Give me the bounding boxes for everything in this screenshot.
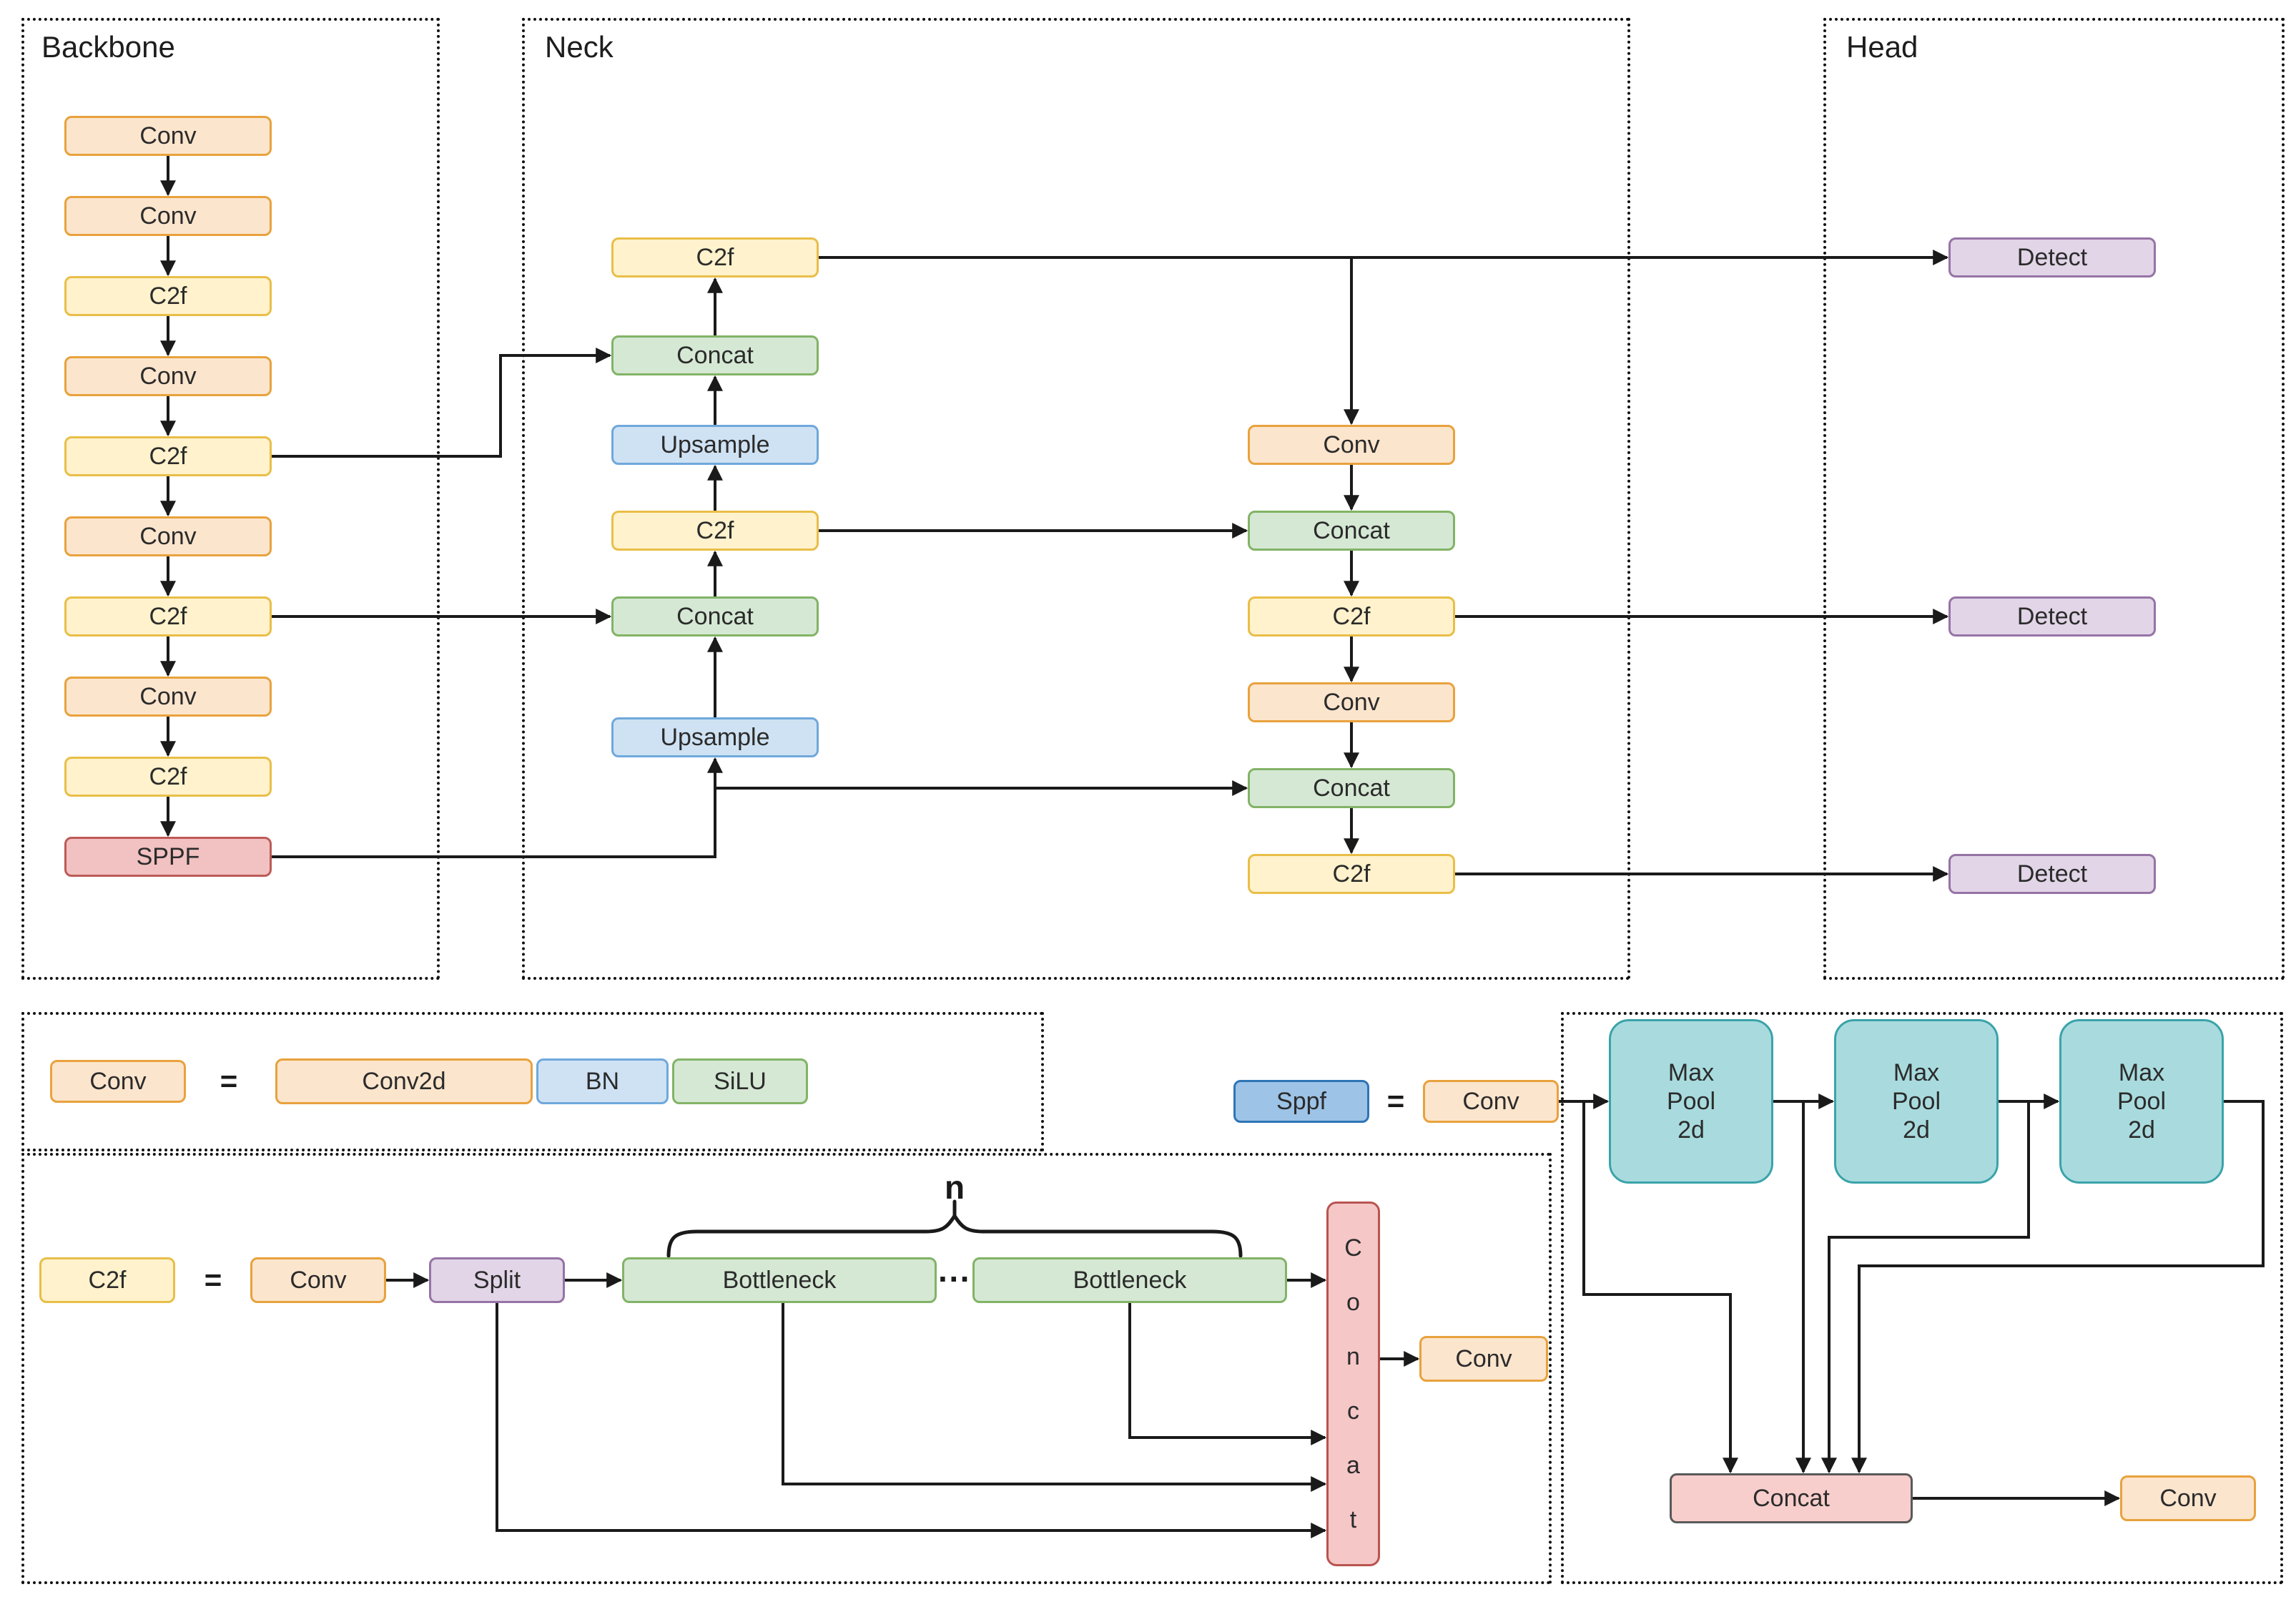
node-legend-maxpool-1: Max Pool 2d [1609, 1019, 1773, 1184]
node-legend-bn: BN [536, 1058, 669, 1104]
node-backbone-c2f-1: C2f [64, 276, 272, 316]
backbone-panel [21, 18, 440, 980]
node-neck-c2f-r1: C2f [1248, 596, 1455, 637]
c2f-legend-panel [21, 1153, 1552, 1584]
head-panel [1823, 18, 2285, 980]
edge-32 [1128, 1303, 1327, 1445]
node-legend-silu: SiLU [672, 1058, 808, 1104]
node-neck-c2f-top: C2f [611, 237, 819, 277]
edge-34 [496, 1303, 1327, 1538]
node-legend-conv: Conv [50, 1060, 186, 1103]
node-head-detect-1: Detect [1948, 237, 2156, 277]
node-legend-sppf-conv: Conv [1423, 1080, 1559, 1123]
node-neck-upsample-2: Upsample [611, 717, 819, 757]
text-equals-c2f-legend: = [204, 1263, 222, 1297]
node-backbone-c2f-3: C2f [64, 596, 272, 637]
node-neck-c2f-mid: C2f [611, 511, 819, 551]
node-legend-c2f-conv: Conv [250, 1257, 386, 1303]
node-backbone-conv-5: Conv [64, 677, 272, 717]
node-legend-maxpool-2: Max Pool 2d [1834, 1019, 1999, 1184]
sppf-legend-panel [1561, 1012, 2283, 1584]
node-legend-sppf-concat: Concat [1670, 1473, 1913, 1523]
backbone-section-title: Backbone [41, 30, 175, 64]
node-backbone-c2f-4: C2f [64, 757, 272, 797]
node-neck-concat-r2: Concat [1248, 768, 1455, 808]
node-legend-maxpool-3: Max Pool 2d [2059, 1019, 2224, 1184]
head-section-title: Head [1846, 30, 1918, 64]
conv-legend-panel [21, 1012, 1044, 1151]
text-equals-conv-legend: = [220, 1064, 238, 1098]
node-backbone-conv-3: Conv [64, 356, 272, 396]
edge-26 [272, 757, 723, 858]
node-neck-conv-r1: Conv [1248, 425, 1455, 465]
text-n-count-label: n [944, 1169, 965, 1206]
node-backbone-conv-1: Conv [64, 116, 272, 156]
node-neck-upsample-1: Upsample [611, 425, 819, 465]
n-repeat-brace [666, 1212, 1243, 1258]
node-legend-sppf: Sppf [1233, 1080, 1369, 1123]
edge-24 [272, 348, 612, 458]
edge-40 [1821, 1101, 2030, 1474]
edge-38 [1582, 1101, 1738, 1474]
neck-section-title: Neck [545, 30, 614, 64]
node-backbone-conv-4: Conv [64, 516, 272, 556]
node-head-detect-3: Detect [1948, 854, 2156, 894]
node-backbone-c2f-2: C2f [64, 436, 272, 476]
node-legend-bottleneck-1: Bottleneck [622, 1257, 937, 1303]
node-legend-sppf-conv-out: Conv [2120, 1475, 2256, 1521]
node-head-detect-2: Detect [1948, 596, 2156, 637]
node-neck-conv-r2: Conv [1248, 682, 1455, 722]
neck-panel [522, 18, 1630, 980]
node-backbone-conv-2: Conv [64, 196, 272, 236]
text-bottleneck-dots: ··· [938, 1260, 971, 1297]
node-legend-c2f: C2f [39, 1257, 175, 1303]
edge-41 [1851, 1100, 2265, 1474]
node-neck-concat-2: Concat [611, 596, 819, 637]
node-legend-c2f-conv-out: Conv [1419, 1336, 1548, 1382]
node-legend-bottleneck-2: Bottleneck [972, 1257, 1287, 1303]
node-neck-concat-1: Concat [611, 335, 819, 375]
node-neck-c2f-r2: C2f [1248, 854, 1455, 894]
node-neck-concat-r1: Concat [1248, 511, 1455, 551]
edge-33 [782, 1303, 1327, 1492]
node-legend-conv2d: Conv2d [275, 1058, 533, 1104]
node-legend-split: Split [429, 1257, 565, 1303]
text-equals-sppf-legend: = [1386, 1084, 1405, 1118]
node-backbone-sppf: SPPF [64, 837, 272, 877]
